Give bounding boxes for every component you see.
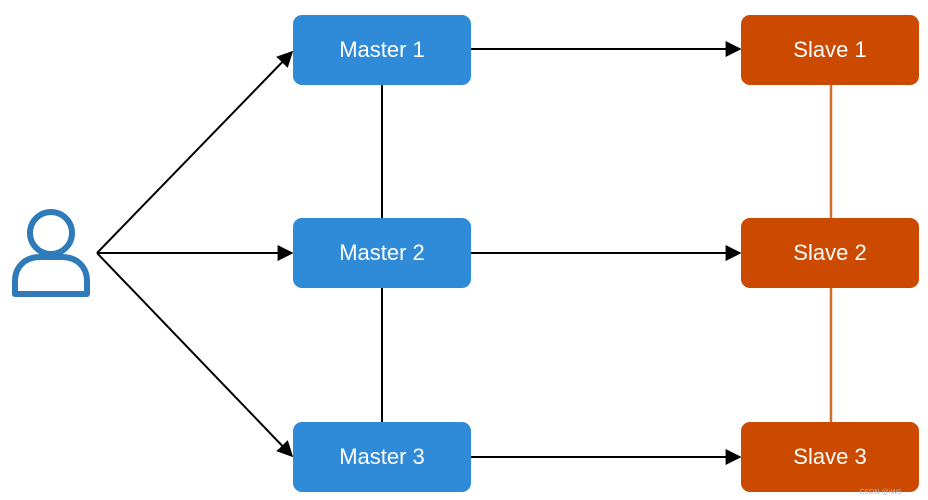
slave-3-node: Slave 3: [741, 422, 919, 492]
master-3-node: Master 3: [293, 422, 471, 492]
slave-2-node: Slave 2: [741, 218, 919, 288]
master-2-node: Master 2: [293, 218, 471, 288]
user-icon: [12, 209, 90, 297]
master-1-node: Master 1: [293, 15, 471, 85]
edge-user-master-3: [96, 252, 294, 458]
slave-1-node: Slave 1: [741, 15, 919, 85]
watermark: CSDN @iWS: [859, 488, 903, 496]
edge-user-master-1: [96, 50, 294, 254]
